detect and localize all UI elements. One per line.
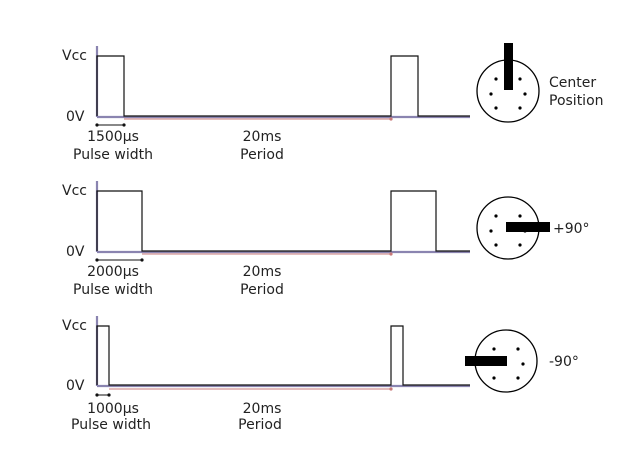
screw-dot bbox=[492, 376, 496, 380]
screw-dot bbox=[518, 106, 522, 110]
servo-arm bbox=[504, 43, 513, 90]
screw-dot bbox=[489, 229, 493, 233]
pulse-width-value: 2000µs bbox=[87, 264, 139, 280]
screw-dot bbox=[489, 92, 493, 96]
period-label: Period bbox=[238, 417, 282, 433]
servo-position-label: +90° bbox=[553, 221, 590, 237]
screw-dot bbox=[518, 77, 522, 81]
panel-1: Vcc 0V 1500µs Pulse width 20ms Period Ce… bbox=[62, 43, 604, 163]
period-label: Period bbox=[240, 147, 284, 163]
pulse-width-label: Pulse width bbox=[71, 417, 151, 433]
screw-dot bbox=[518, 214, 522, 218]
zero-v-label: 0V bbox=[66, 378, 85, 394]
vcc-label: Vcc bbox=[62, 48, 87, 64]
screw-dot bbox=[494, 106, 498, 110]
screw-dot bbox=[523, 92, 527, 96]
servo-position-label: Position bbox=[549, 93, 604, 109]
pwm-signal bbox=[96, 325, 470, 386]
period-value: 20ms bbox=[243, 401, 282, 417]
servo-icon bbox=[476, 196, 550, 260]
zero-v-label: 0V bbox=[66, 244, 85, 260]
servo-icon bbox=[476, 43, 540, 123]
screw-dot bbox=[521, 362, 525, 366]
vcc-label: Vcc bbox=[62, 318, 87, 334]
servo-arm bbox=[506, 222, 550, 232]
servo-position-label: Center bbox=[549, 75, 596, 91]
screw-dot bbox=[492, 347, 496, 351]
pulse-width-value: 1500µs bbox=[87, 129, 139, 145]
servo-position-label: -90° bbox=[549, 354, 579, 370]
period-label: Period bbox=[240, 282, 284, 298]
zero-v-label: 0V bbox=[66, 109, 85, 125]
pwm-signal bbox=[96, 190, 470, 252]
period-value: 20ms bbox=[243, 129, 282, 145]
screw-dot bbox=[494, 77, 498, 81]
screw-dot bbox=[516, 376, 520, 380]
screw-dot bbox=[516, 347, 520, 351]
pulse-width-label: Pulse width bbox=[73, 282, 153, 298]
servo-icon bbox=[465, 329, 538, 393]
pulse-width-value: 1000µs bbox=[87, 401, 139, 417]
servo-arm bbox=[465, 356, 507, 366]
pwm-signal bbox=[96, 55, 470, 117]
screw-dot bbox=[518, 243, 522, 247]
panel-2: Vcc 0V 2000µs Pulse width 20ms Period +9… bbox=[62, 181, 590, 298]
screw-dot bbox=[494, 214, 498, 218]
pulse-width-label: Pulse width bbox=[73, 147, 153, 163]
period-value: 20ms bbox=[243, 264, 282, 280]
panel-3: Vcc 0V 1000µs Pulse width 20ms Period -9… bbox=[62, 316, 579, 433]
screw-dot bbox=[494, 243, 498, 247]
vcc-label: Vcc bbox=[62, 183, 87, 199]
